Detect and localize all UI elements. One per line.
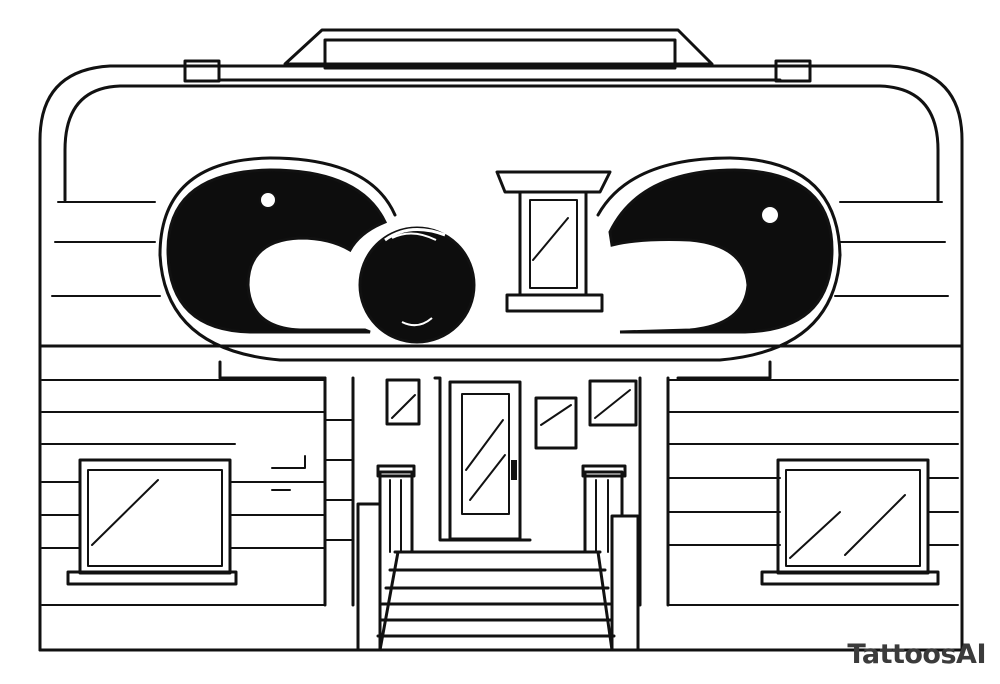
roof-cap — [283, 28, 714, 70]
siding-right — [667, 201, 959, 606]
entry-area — [323, 376, 670, 607]
right-window — [760, 458, 940, 586]
watermark-logo: TattoosAI — [847, 639, 986, 670]
face-band — [38, 156, 964, 380]
siding-left — [41, 201, 326, 606]
front-stairs — [374, 550, 618, 652]
left-eye — [166, 168, 388, 334]
front-door — [433, 376, 532, 542]
left-window — [66, 458, 238, 586]
nose-ball — [358, 226, 476, 344]
house-body-outline — [38, 59, 964, 652]
right-railing — [581, 464, 640, 652]
center-window — [495, 170, 612, 313]
right-eye — [608, 168, 834, 334]
